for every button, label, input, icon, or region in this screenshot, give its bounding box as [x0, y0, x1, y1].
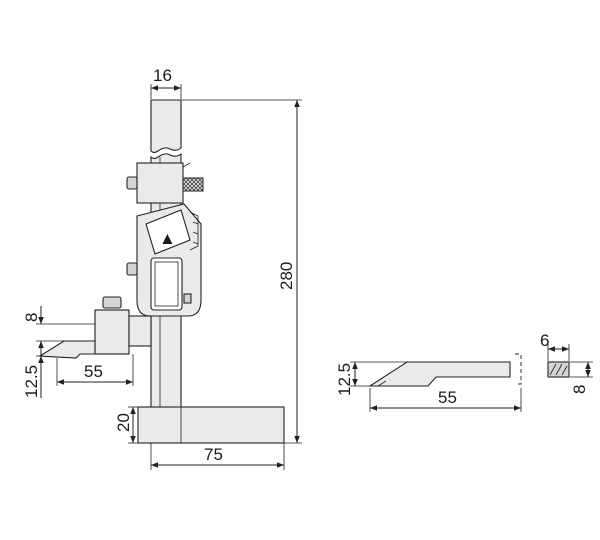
dim-section-width: 6	[540, 331, 549, 350]
display-head	[145, 209, 191, 255]
dim-jaw-length-left: 55	[84, 362, 103, 381]
jaw-holder-screw	[102, 296, 122, 309]
jaw-cross-section	[547, 361, 570, 378]
dim-beam-width: 16	[153, 66, 172, 85]
fine-adjust-clamp-screw	[126, 176, 138, 190]
display-head-ridges	[189, 211, 199, 251]
dim-base-length: 75	[204, 445, 223, 464]
base	[137, 406, 285, 444]
beam	[150, 99, 182, 154]
lcd-window	[150, 257, 183, 311]
scriber-jaw	[38, 340, 96, 359]
dim-base-height: 20	[114, 413, 133, 432]
dim-jaw-thickness-left: 8	[22, 313, 41, 322]
slider-small-button	[183, 293, 192, 304]
jaw-holder	[94, 309, 130, 355]
fine-adjust-slider	[136, 162, 184, 204]
scriber-jaw-side	[368, 361, 511, 387]
dim-section-height: 8	[570, 385, 589, 394]
scriber-jaw-detail: 12.5 55 6 8	[335, 331, 593, 412]
dim-jaw-height-right: 12.5	[335, 363, 354, 396]
dim-jaw-length-right: 55	[438, 388, 457, 407]
fine-adjust-knob	[182, 177, 204, 192]
arrow-button-icon: ▲	[159, 229, 176, 248]
main-slider-clamp-screw	[126, 262, 138, 276]
dim-jaw-height-left: 12.5	[22, 365, 41, 398]
height-gauge-front-view: ▲	[38, 99, 285, 444]
left-view-dimensions: 16 280 20 75 8 12.5 55	[22, 66, 302, 470]
dim-total-height: 280	[277, 262, 296, 290]
